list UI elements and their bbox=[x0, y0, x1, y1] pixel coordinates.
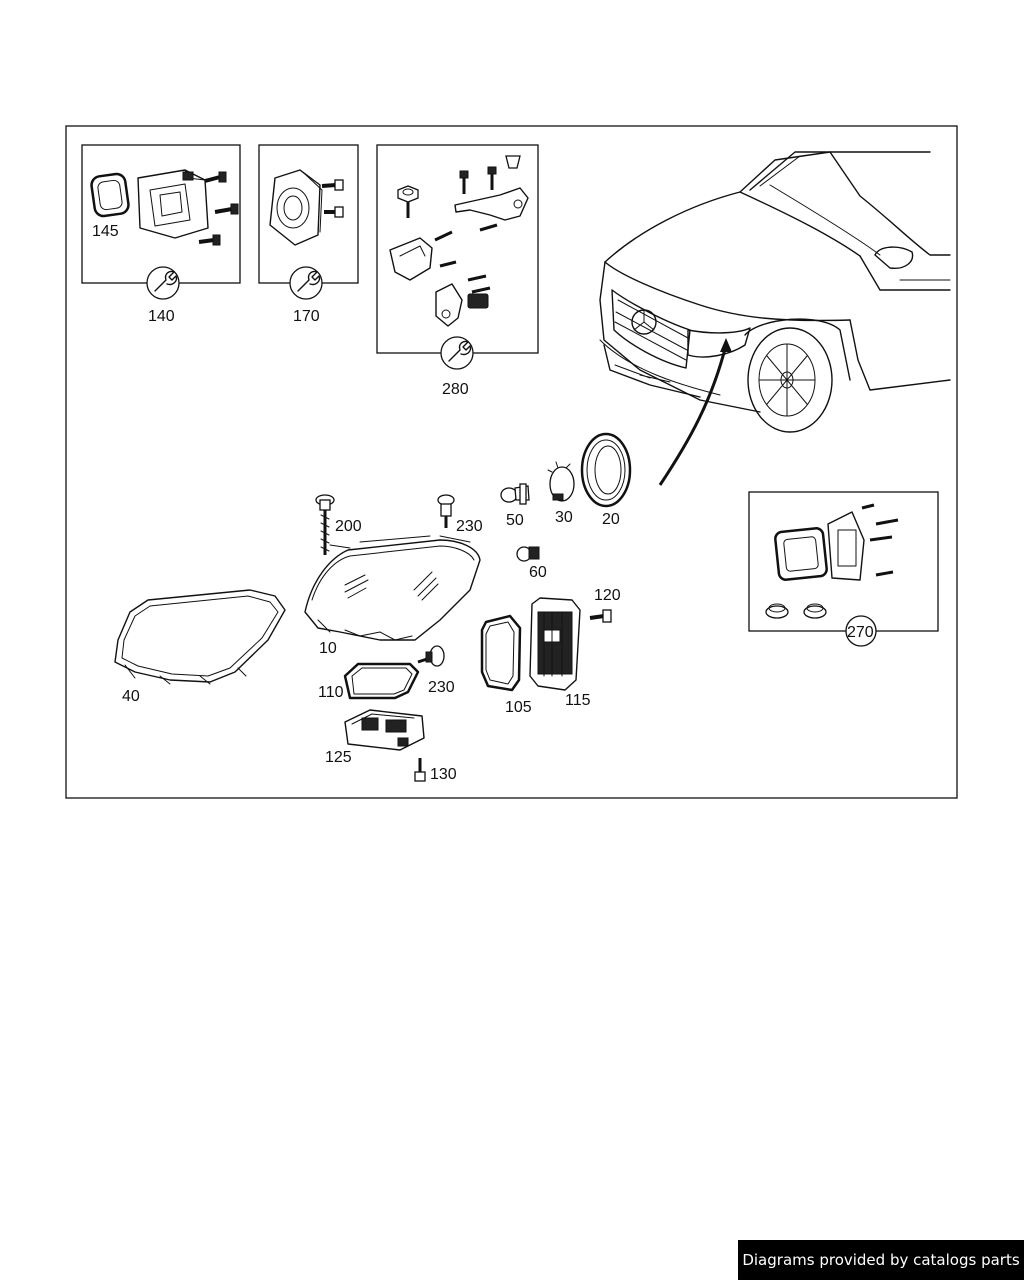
callout-270: 270 bbox=[847, 624, 874, 641]
wrench-icon bbox=[146, 266, 180, 300]
module-170-illustration bbox=[269, 169, 323, 246]
callout-40: 40 bbox=[122, 688, 140, 705]
inset-kit-140: 145 140 bbox=[81, 144, 241, 325]
bracket-280-illustration bbox=[389, 155, 529, 327]
callout-170: 170 bbox=[293, 308, 320, 325]
callout-270-circle bbox=[845, 615, 877, 647]
callout-200: 200 bbox=[335, 518, 362, 535]
callout-30: 30 bbox=[555, 509, 573, 526]
callout-105: 105 bbox=[505, 699, 532, 716]
diagram-frame bbox=[65, 125, 958, 799]
callout-230-upper: 230 bbox=[456, 518, 483, 535]
bulb-50-illustration bbox=[500, 483, 530, 505]
inset-kit-270: 270 bbox=[748, 491, 939, 647]
module-140-illustration bbox=[137, 169, 209, 239]
credit-banner: Diagrams provided by catalogs parts bbox=[738, 1240, 1024, 1280]
callout-60: 60 bbox=[529, 564, 547, 581]
headlamp-10-illustration bbox=[304, 535, 481, 641]
callout-130: 130 bbox=[430, 766, 457, 783]
callout-140: 140 bbox=[148, 308, 175, 325]
wrench-icon bbox=[289, 266, 323, 300]
screw-230-illustration bbox=[437, 494, 455, 528]
screws-170 bbox=[321, 179, 344, 218]
inset-kit-280: 280 bbox=[376, 144, 539, 398]
callout-125: 125 bbox=[325, 749, 352, 766]
callout-230-lower: 230 bbox=[428, 679, 455, 696]
screw-120-illustration bbox=[589, 609, 612, 623]
frame-270-illustration bbox=[765, 503, 899, 619]
wrench-icon bbox=[440, 336, 474, 370]
parts-bulbs-caps: 50 30 20 60 bbox=[500, 432, 632, 581]
bulb-60-illustration bbox=[516, 546, 540, 562]
inset-kit-170: 170 bbox=[258, 144, 359, 325]
seal-105-illustration bbox=[480, 614, 522, 692]
callout-280: 280 bbox=[442, 381, 469, 398]
control-unit-115-illustration bbox=[529, 597, 581, 691]
cap-30-illustration bbox=[547, 461, 575, 502]
cover-20-illustration bbox=[580, 432, 632, 508]
gasket-110-illustration bbox=[343, 662, 420, 700]
callout-10: 10 bbox=[319, 640, 337, 657]
callout-110: 110 bbox=[318, 684, 344, 701]
lens-40-illustration bbox=[114, 589, 286, 685]
callout-145: 145 bbox=[92, 223, 119, 240]
callout-120: 120 bbox=[594, 587, 621, 604]
screw-230-lower-illustration bbox=[417, 645, 445, 667]
screw-130-illustration bbox=[414, 758, 426, 782]
callout-115: 115 bbox=[565, 692, 591, 709]
module-125-illustration bbox=[344, 709, 425, 751]
screw-200-illustration bbox=[315, 494, 335, 555]
callout-50: 50 bbox=[506, 512, 524, 529]
callout-20: 20 bbox=[602, 511, 620, 528]
gasket-145-illustration bbox=[90, 172, 130, 218]
car-front-illustration bbox=[599, 151, 951, 486]
screws-140 bbox=[198, 171, 239, 246]
